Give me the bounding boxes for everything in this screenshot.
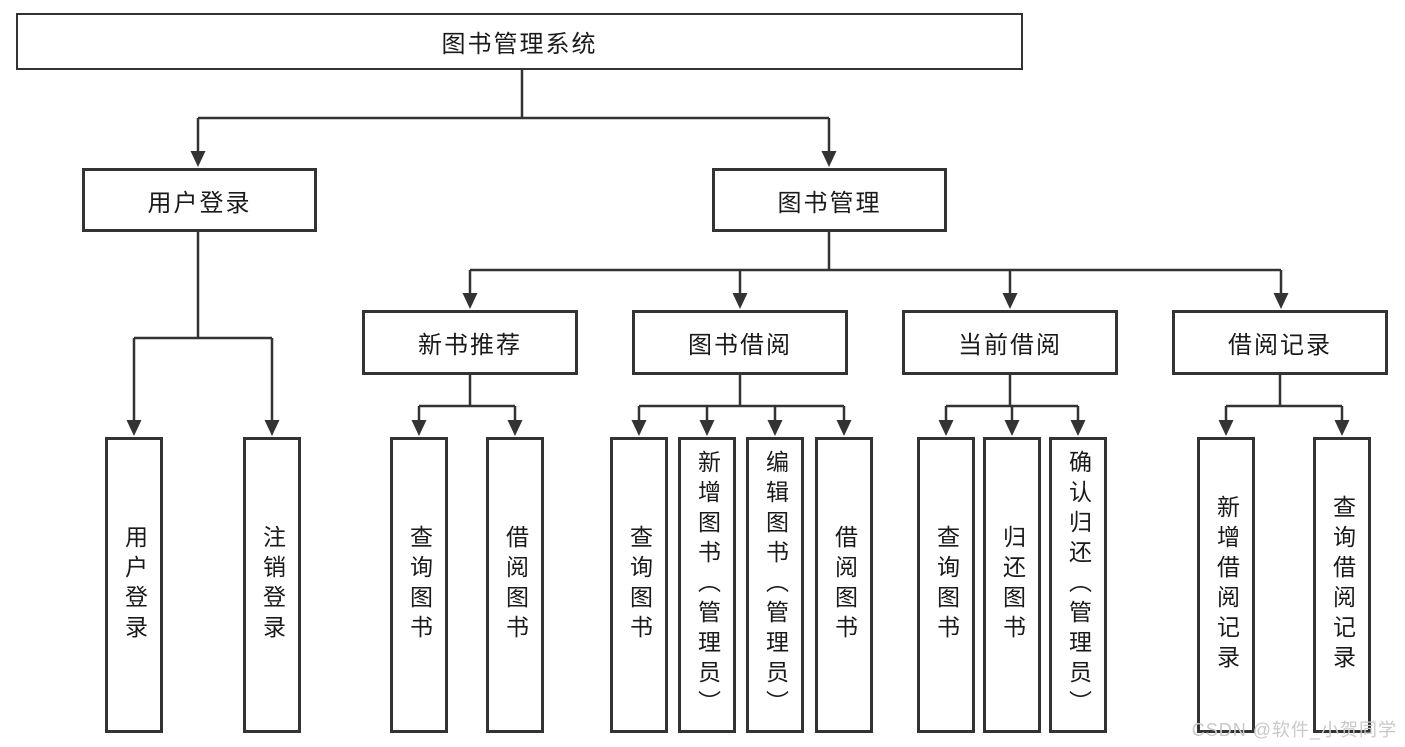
leaf-borrow-books: 借阅图书	[815, 437, 873, 733]
leaf-query-books-borrow: 查询图书	[610, 437, 668, 733]
node-user-login: 用户登录	[82, 168, 317, 232]
leaf-borrow-books-recommend: 借阅图书	[486, 437, 544, 733]
csdn-watermark: CSDN @软件_小贺同学	[1191, 720, 1397, 740]
node-book-management: 图书管理	[712, 168, 947, 232]
tree-edges	[132, 70, 1344, 422]
leaf-add-borrow-record: 新增借阅记录	[1197, 437, 1255, 733]
node-root: 图书管理系统	[16, 13, 1023, 70]
node-borrow-records: 借阅记录	[1172, 310, 1388, 375]
leaf-add-books-admin: 新增图书（管理员）	[678, 437, 736, 733]
leaf-confirm-return-admin: 确认归还（管理员）	[1049, 437, 1107, 733]
leaf-query-borrow-record: 查询借阅记录	[1313, 437, 1371, 733]
leaf-query-books-current: 查询图书	[917, 437, 975, 733]
node-current-borrow: 当前借阅	[902, 310, 1118, 375]
leaf-logout: 注销登录	[243, 437, 301, 733]
node-new-book-recommend: 新书推荐	[362, 310, 578, 375]
node-book-borrow: 图书借阅	[632, 310, 848, 375]
leaf-user-login: 用户登录	[105, 437, 163, 733]
leaf-query-books-recommend: 查询图书	[390, 437, 448, 733]
leaf-edit-books-admin: 编辑图书（管理员）	[746, 437, 804, 733]
arrowheads	[126, 151, 1350, 436]
leaf-return-books: 归还图书	[983, 437, 1041, 733]
